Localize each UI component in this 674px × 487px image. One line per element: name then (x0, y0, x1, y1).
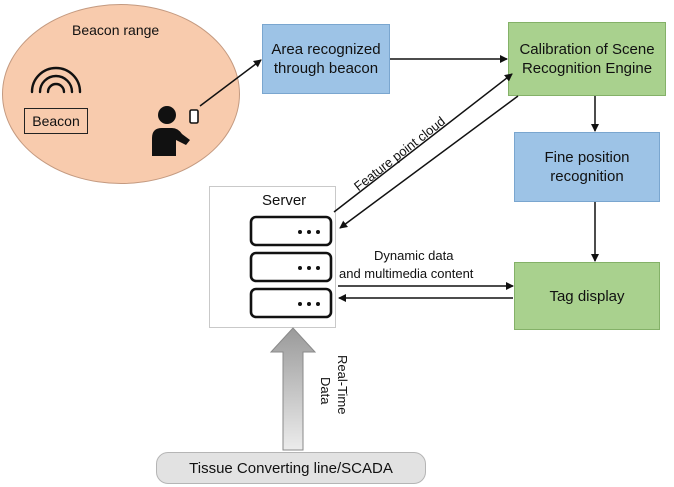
beacon-device-label: Beacon (32, 113, 80, 129)
arrow-calibration-to-server (339, 95, 519, 229)
server-stack-icon (249, 215, 333, 319)
realtime-data-arrow (269, 327, 317, 451)
person-with-phone-icon (152, 106, 199, 156)
tissue-converting-label: Tissue Converting line/SCADA (189, 459, 393, 477)
fine-position-box: Fine position recognition (514, 132, 660, 202)
dynamic-data-label-line1: Dynamic data (374, 248, 454, 263)
server-label: Server (262, 192, 307, 209)
area-recognized-label: Area recognized through beacon (271, 41, 381, 77)
tissue-converting-source-box: Tissue Converting line/SCADA (156, 452, 426, 484)
calibration-label: Calibration of Scene Recognition Engine (519, 41, 655, 77)
dynamic-data-label-line2: and multimedia content (339, 266, 474, 281)
beacon-range-area (2, 4, 240, 184)
beacon-range-label: Beacon range (72, 22, 160, 38)
server-dots (298, 230, 320, 306)
beacon-device: Beacon (24, 108, 88, 134)
tag-display-box: Tag display (514, 262, 660, 330)
arrow-server-to-calibration (333, 73, 513, 213)
signal-waves-icon (30, 66, 82, 94)
fine-position-label: Fine position recognition (544, 149, 630, 185)
calibration-box: Calibration of Scene Recognition Engine (508, 22, 666, 96)
area-recognized-box: Area recognized through beacon (262, 24, 390, 94)
arrow-phone-to-area (199, 59, 262, 107)
tag-display-label: Tag display (549, 287, 625, 305)
